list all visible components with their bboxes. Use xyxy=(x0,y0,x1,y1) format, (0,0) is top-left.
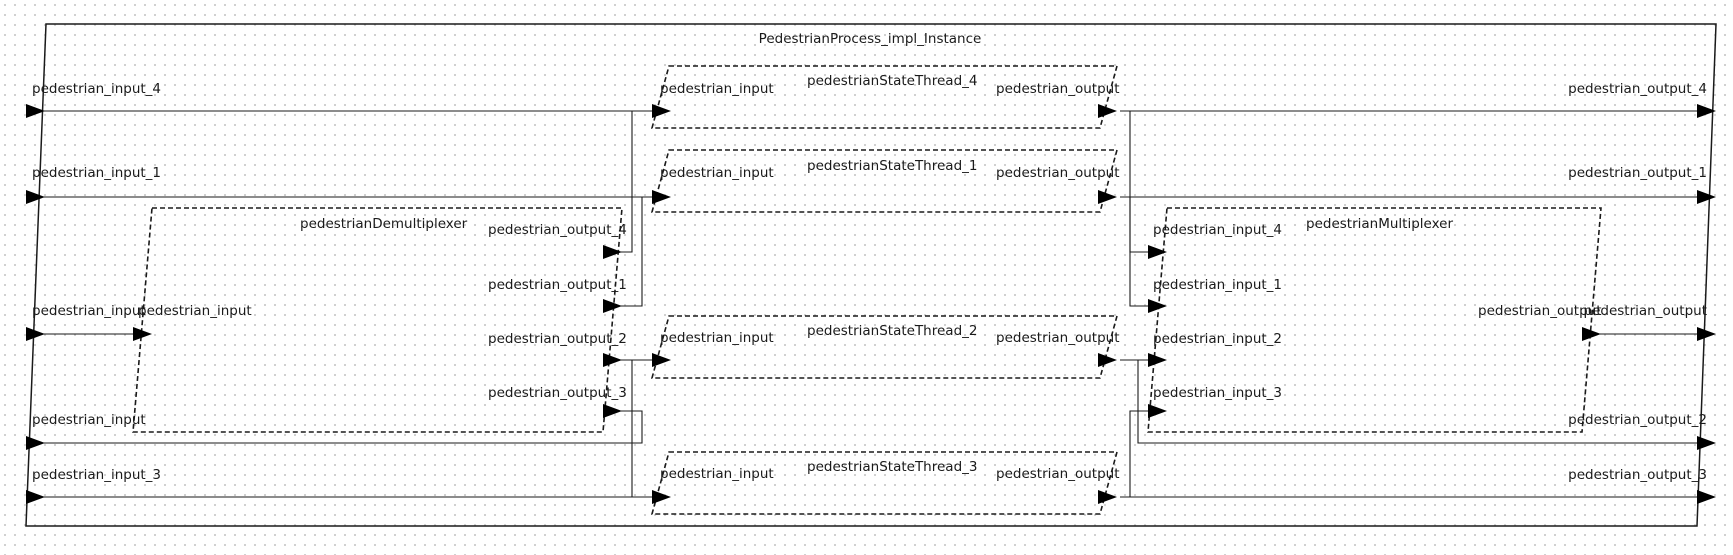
thread2-out-marker[interactable] xyxy=(1098,353,1117,367)
demultiplexer-out3-label: pedestrian_output_3 xyxy=(488,385,627,401)
thread3-in-marker[interactable] xyxy=(652,490,671,504)
demultiplexer-out1-label: pedestrian_output_1 xyxy=(488,277,627,293)
thread3-out-marker[interactable] xyxy=(1098,490,1117,504)
port-output3-marker[interactable] xyxy=(1697,490,1716,504)
process-instance-frame[interactable] xyxy=(25,23,1717,527)
demultiplexer-component[interactable]: pedestrianDemultiplexer pedestrian_input… xyxy=(132,207,627,433)
demultiplexer-frame[interactable] xyxy=(132,207,623,433)
port-output1-marker[interactable] xyxy=(1697,190,1716,204)
demux-out1-marker[interactable] xyxy=(603,299,622,313)
mux-in2-marker[interactable] xyxy=(1148,353,1167,367)
port-output2-label: pedestrian_output_2 xyxy=(1568,412,1707,428)
state-thread-3-frame[interactable] xyxy=(650,451,1119,515)
multiplexer-title: pedestrianMultiplexer xyxy=(1306,216,1453,232)
demultiplexer-out4-label: pedestrian_output_4 xyxy=(488,222,627,238)
state-thread-3-title: pedestrianStateThread_3 xyxy=(807,459,977,475)
thread4-in-marker[interactable] xyxy=(652,104,671,118)
port-input-lower-marker[interactable] xyxy=(26,436,45,450)
state-thread-2-in-label: pedestrian_input xyxy=(660,330,774,346)
demux-out4-marker[interactable] xyxy=(603,245,622,259)
conn-demux-out1-thread1[interactable] xyxy=(620,197,643,307)
state-thread-3[interactable]: pedestrianStateThread_3 pedestrian_input… xyxy=(650,451,1119,515)
state-thread-4[interactable]: pedestrianStateThread_4 pedestrian_input… xyxy=(650,65,1119,129)
demultiplexer-title: pedestrianDemultiplexer xyxy=(300,216,468,232)
state-thread-1[interactable]: pedestrianStateThread_1 pedestrian_input… xyxy=(650,149,1119,213)
thread4-out-marker[interactable] xyxy=(1098,104,1117,118)
multiplexer-in3-label: pedestrian_input_3 xyxy=(1153,385,1282,401)
mux-in4-marker[interactable] xyxy=(1148,245,1167,259)
port-output3-label: pedestrian_output_3 xyxy=(1568,467,1707,483)
port-input4-marker[interactable] xyxy=(26,104,45,118)
process-instance-title: PedestrianProcess_impl_Instance xyxy=(759,31,982,47)
conn-demux-out4-thread4[interactable] xyxy=(620,111,633,253)
conn-input-lower[interactable] xyxy=(40,410,643,444)
state-thread-2-frame[interactable] xyxy=(650,315,1119,379)
port-input-marker[interactable] xyxy=(26,327,45,341)
state-thread-4-out-label: pedestrian_output xyxy=(996,81,1119,97)
port-output2-marker[interactable] xyxy=(1697,436,1716,450)
state-thread-3-in-label: pedestrian_input xyxy=(660,466,774,482)
thread1-in-marker[interactable] xyxy=(652,190,671,204)
state-thread-2-title: pedestrianStateThread_2 xyxy=(807,323,977,339)
port-input3-label: pedestrian_input_3 xyxy=(32,467,161,483)
thread2-in-marker[interactable] xyxy=(652,353,671,367)
demultiplexer-in-label: pedestrian_input xyxy=(138,303,252,319)
port-input4-label: pedestrian_input_4 xyxy=(32,81,161,97)
demultiplexer-out2-label: pedestrian_output_2 xyxy=(488,331,627,347)
connections xyxy=(40,110,1712,498)
demux-out2-marker[interactable] xyxy=(603,353,622,367)
port-output-marker[interactable] xyxy=(1697,327,1716,341)
multiplexer-in4-label: pedestrian_input_4 xyxy=(1153,222,1282,238)
state-thread-1-out-label: pedestrian_output xyxy=(996,165,1119,181)
demux-out3-marker[interactable] xyxy=(603,404,622,418)
port-output-label: pedestrian_output xyxy=(1584,303,1707,319)
port-input1-marker[interactable] xyxy=(26,190,45,204)
state-thread-1-title: pedestrianStateThread_1 xyxy=(807,158,977,174)
port-markers xyxy=(26,104,1716,504)
port-input1-label: pedestrian_input_1 xyxy=(32,165,161,181)
multiplexer-out-label: pedestrian_output xyxy=(1478,303,1601,319)
port-output4-label: pedestrian_output_4 xyxy=(1568,81,1707,97)
port-input3-marker[interactable] xyxy=(26,490,45,504)
demux-in-marker[interactable] xyxy=(133,327,152,341)
state-thread-4-title: pedestrianStateThread_4 xyxy=(807,73,977,89)
state-thread-2[interactable]: pedestrianStateThread_2 pedestrian_input… xyxy=(650,315,1119,379)
mux-in3-marker[interactable] xyxy=(1148,404,1167,418)
multiplexer-component[interactable]: pedestrianMultiplexer pedestrian_input_4… xyxy=(1147,207,1602,433)
state-thread-4-in-label: pedestrian_input xyxy=(660,81,774,97)
port-output4-marker[interactable] xyxy=(1697,104,1716,118)
thread1-out-marker[interactable] xyxy=(1098,190,1117,204)
conn-thread2-output2[interactable] xyxy=(1137,360,1712,444)
state-thread-1-in-label: pedestrian_input xyxy=(660,165,774,181)
container-port-labels: pedestrian_input_4 pedestrian_input_1 pe… xyxy=(32,81,1707,483)
conn-thread3-mux-in3[interactable] xyxy=(1129,410,1158,497)
state-thread-1-frame[interactable] xyxy=(650,149,1119,213)
multiplexer-in1-label: pedestrian_input_1 xyxy=(1153,277,1282,293)
port-input-label: pedestrian_input xyxy=(32,303,146,319)
state-thread-4-frame[interactable] xyxy=(650,65,1119,129)
port-input-lower-label: pedestrian_input xyxy=(32,412,146,428)
multiplexer-frame[interactable] xyxy=(1147,207,1602,433)
port-output1-label: pedestrian_output_1 xyxy=(1568,165,1707,181)
mux-out-marker[interactable] xyxy=(1582,327,1601,341)
state-thread-2-out-label: pedestrian_output xyxy=(996,330,1119,346)
mux-in1-marker[interactable] xyxy=(1148,299,1167,313)
multiplexer-in2-label: pedestrian_input_2 xyxy=(1153,331,1282,347)
state-thread-3-out-label: pedestrian_output xyxy=(996,466,1119,482)
